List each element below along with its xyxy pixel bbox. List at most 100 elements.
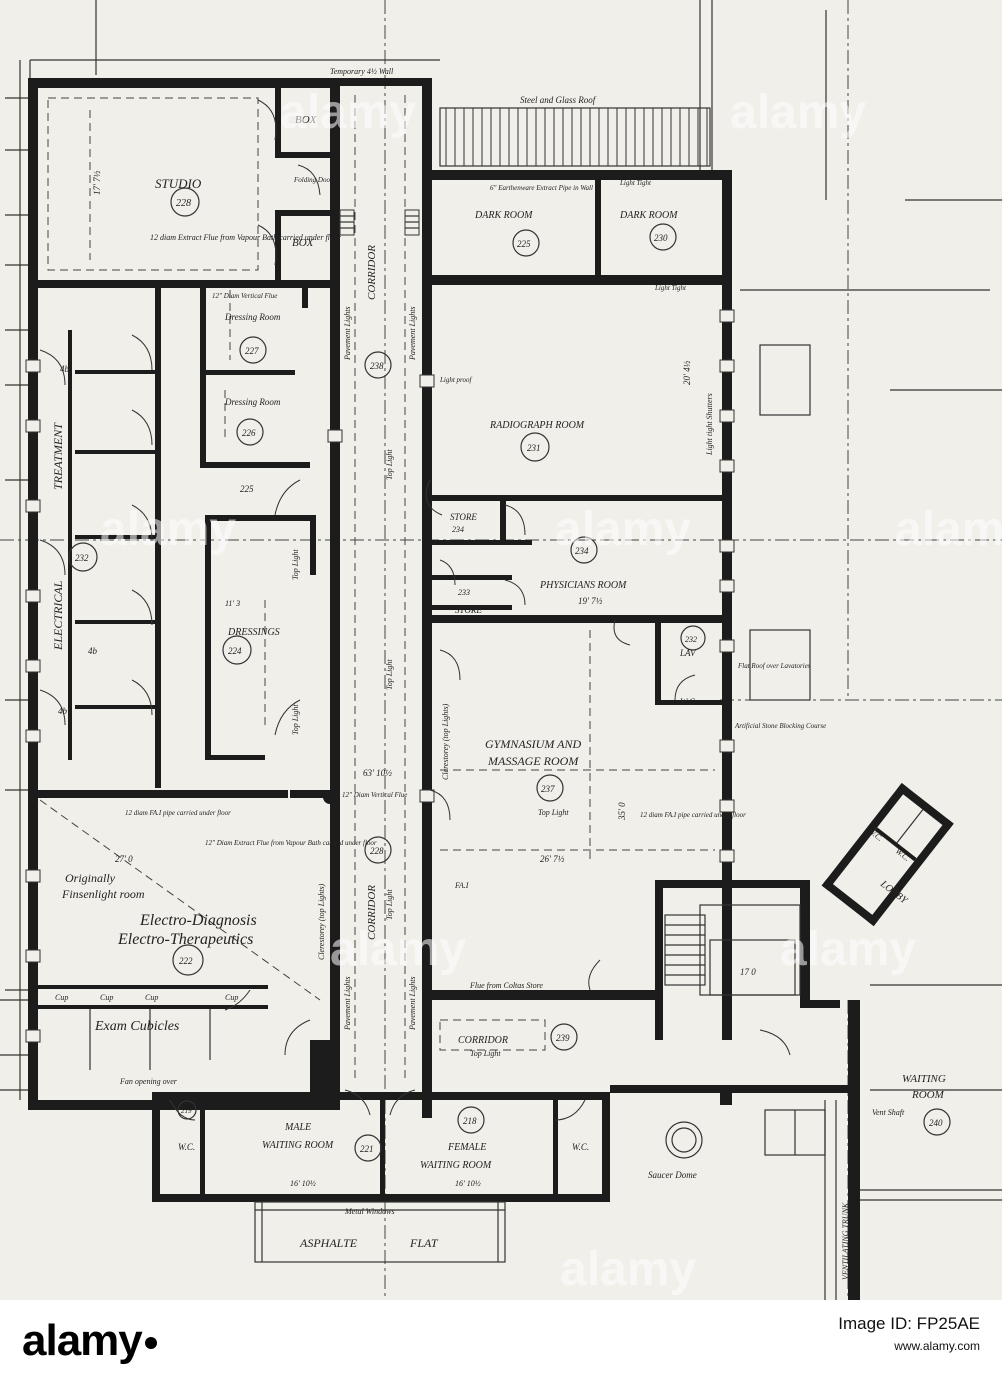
note-vent-shaft: Vent Shaft — [872, 1108, 905, 1117]
dashed-lines — [39, 95, 715, 1080]
note-clerestory-gym: Clerestorey (top Lights) — [441, 703, 450, 780]
note-artificial-stone: Artificial Stone Blocking Course — [734, 722, 826, 730]
label-male-line1: MALE — [284, 1122, 311, 1133]
num-physicians: 234 — [575, 546, 589, 556]
note-extract-flue-studio: 12 diam Extract Flue from Vapour Bath ca… — [150, 233, 342, 242]
label-corridor-middle: CORRIDOR — [366, 885, 378, 940]
label-lav: LAV — [679, 648, 697, 658]
dim-radiograph-width: 20' 4½ — [682, 360, 692, 385]
label-flat: FLAT — [409, 1236, 439, 1250]
image-id-label: Image ID: FP25AE — [838, 1314, 980, 1333]
note-fan-opening: Fan opening over — [119, 1077, 178, 1086]
note-temporary-wall: Temporary 4½ Wall — [330, 67, 394, 76]
label-electro-line4: Electro-Therapeutics — [117, 931, 253, 948]
label-female-line2: WAITING ROOM — [420, 1160, 492, 1171]
label-store-1: STORE — [450, 512, 477, 522]
note-clerestory-corridor: Clerestorey (top Lights) — [317, 883, 326, 960]
note-metal-windows: Metal Windows — [344, 1207, 395, 1216]
label-top-light: BOX — [295, 114, 318, 126]
note-pavement-lights-r1: Pavement Lights — [408, 306, 417, 361]
dim-gym-height: 35' 0 — [617, 802, 627, 821]
note-top-light-c2: Top Light — [385, 659, 394, 690]
note-earthenware: 6" Earthenware Extract Pipe in Wall — [490, 184, 593, 192]
note-extract-flue-vapour: 12" Diam Extract Flue from Vapour Bath c… — [205, 839, 377, 847]
dim-male-width: 16' 10½ — [290, 1179, 316, 1188]
label-dressings: DRESSINGS — [227, 627, 280, 638]
note-folding-doors: Folding Doors — [293, 176, 336, 184]
note-pavement-lights-l2: Pavement Lights — [343, 976, 352, 1031]
label-dark-room-1: DARK ROOM — [474, 210, 533, 221]
note-flat-roof: Flat Roof over Lavatories — [737, 662, 811, 670]
dim-studio-height: 17' 7½ — [92, 170, 102, 195]
label-wc-male: W.C. — [178, 1142, 195, 1152]
label-corridor-upper: CORRIDOR — [366, 245, 378, 300]
num-lav: 232 — [685, 635, 697, 644]
dim-dressings-width: 11' 3 — [225, 599, 240, 608]
num-radiograph: 231 — [527, 443, 541, 453]
num-dressings: 224 — [228, 646, 242, 656]
stock-image-id-block: Image ID: FP25AE www.alamy.com — [838, 1313, 980, 1357]
label-cup-2: Cup — [100, 993, 113, 1002]
dim-physicians-width: 19' 7½ — [578, 596, 603, 606]
label-gym-line2: MASSAGE ROOM — [487, 754, 579, 768]
note-light-tight-shutters: Light tight Shutters — [705, 393, 714, 456]
label-dressing-room-1: Dressing Room — [224, 312, 281, 322]
note-pavement-lights-r2: Pavement Lights — [408, 976, 417, 1031]
label-wc-female: W.C. — [572, 1142, 589, 1152]
num-dark-room-2: 230 — [654, 233, 668, 243]
note-vertical-flue: 12" Diam Vertical Flue — [212, 292, 277, 300]
num-corridor-lower: 239 — [556, 1033, 570, 1043]
label-cubicle-4b-2: 4b — [88, 646, 98, 656]
num-dressing-room-1: 227 — [245, 346, 259, 356]
label-cubicle-4b-3: 4b — [58, 706, 68, 716]
door-swings — [39, 99, 791, 1121]
stock-url-link[interactable]: www.alamy.com — [894, 1339, 980, 1353]
note-vertical-flue-2: 12" Diam Vertical Flue — [342, 791, 407, 799]
label-dressing-room-2: Dressing Room — [224, 397, 281, 407]
label-box-2: BOX — [292, 237, 315, 249]
dim-female-width: 16' 10½ — [455, 1179, 481, 1188]
note-saucer-dome: Saucer Dome — [648, 1170, 697, 1180]
num-store-2: 233 — [458, 588, 470, 597]
num-dressing-room-2: 226 — [242, 428, 256, 438]
stair — [664, 904, 801, 996]
room-number-circles — [68, 187, 951, 1162]
label-male-line2: WAITING ROOM — [262, 1140, 334, 1151]
label-treatment: TREATMENT — [51, 422, 65, 490]
note-light-tight: Light Tight — [619, 179, 652, 187]
num-waiting: 240 — [929, 1118, 943, 1128]
dimension-lines — [0, 0, 1002, 1300]
num-electro: 222 — [179, 956, 193, 966]
label-waiting-line1: WAITING — [902, 1073, 946, 1085]
dim-electro-width: 27' 0 — [115, 854, 133, 864]
num-wc-male: 219 — [181, 1107, 192, 1115]
stock-logo-text: alamy — [22, 1316, 143, 1365]
num-electrical: 232 — [75, 553, 89, 563]
stock-footer-bar — [0, 1300, 1002, 1390]
num-corridor-upper: 238 — [370, 361, 384, 371]
note-fa-pipe-gym: 12 diam FA.I pipe carried under floor — [640, 811, 746, 819]
note-top-light-c3: Top Light — [385, 889, 394, 920]
label-exam-cubicles: Exam Cubicles — [94, 1019, 180, 1034]
label-cup-4: Cup — [225, 993, 238, 1002]
note-top-light-c1: Top Light — [385, 449, 394, 480]
num-corridor-middle: 228 — [370, 846, 384, 856]
label-asphalte: ASPHALTE — [299, 1236, 358, 1250]
label-studio: STUDIO — [155, 176, 202, 191]
pavement-light-strips — [339, 209, 420, 236]
note-top-light-d1: Top Light — [291, 549, 300, 580]
label-gym-line1: GYMNASIUM AND — [485, 737, 581, 751]
glass-roof-hatch — [439, 107, 711, 167]
note-pavement-lights-l1: Pavement Lights — [343, 306, 352, 361]
lobby-block — [821, 783, 954, 927]
label-electro-line3: Electro-Diagnosis — [139, 912, 257, 929]
label-cup-1: Cup — [55, 993, 68, 1002]
note-ventilating-trunk: VENTILATING TRUNK — [841, 1202, 850, 1280]
label-electro-line2: Finsenlight room — [61, 887, 145, 901]
label-cubicle-4b-1: 4b — [60, 364, 70, 374]
label-store-2: STORE — [455, 605, 482, 615]
num-store-1: 234 — [452, 525, 464, 534]
dim-225: 225 — [240, 484, 254, 494]
label-stair-width: 17 0 — [740, 967, 756, 977]
label-corridor-dim: 63' 10½ — [363, 768, 392, 778]
